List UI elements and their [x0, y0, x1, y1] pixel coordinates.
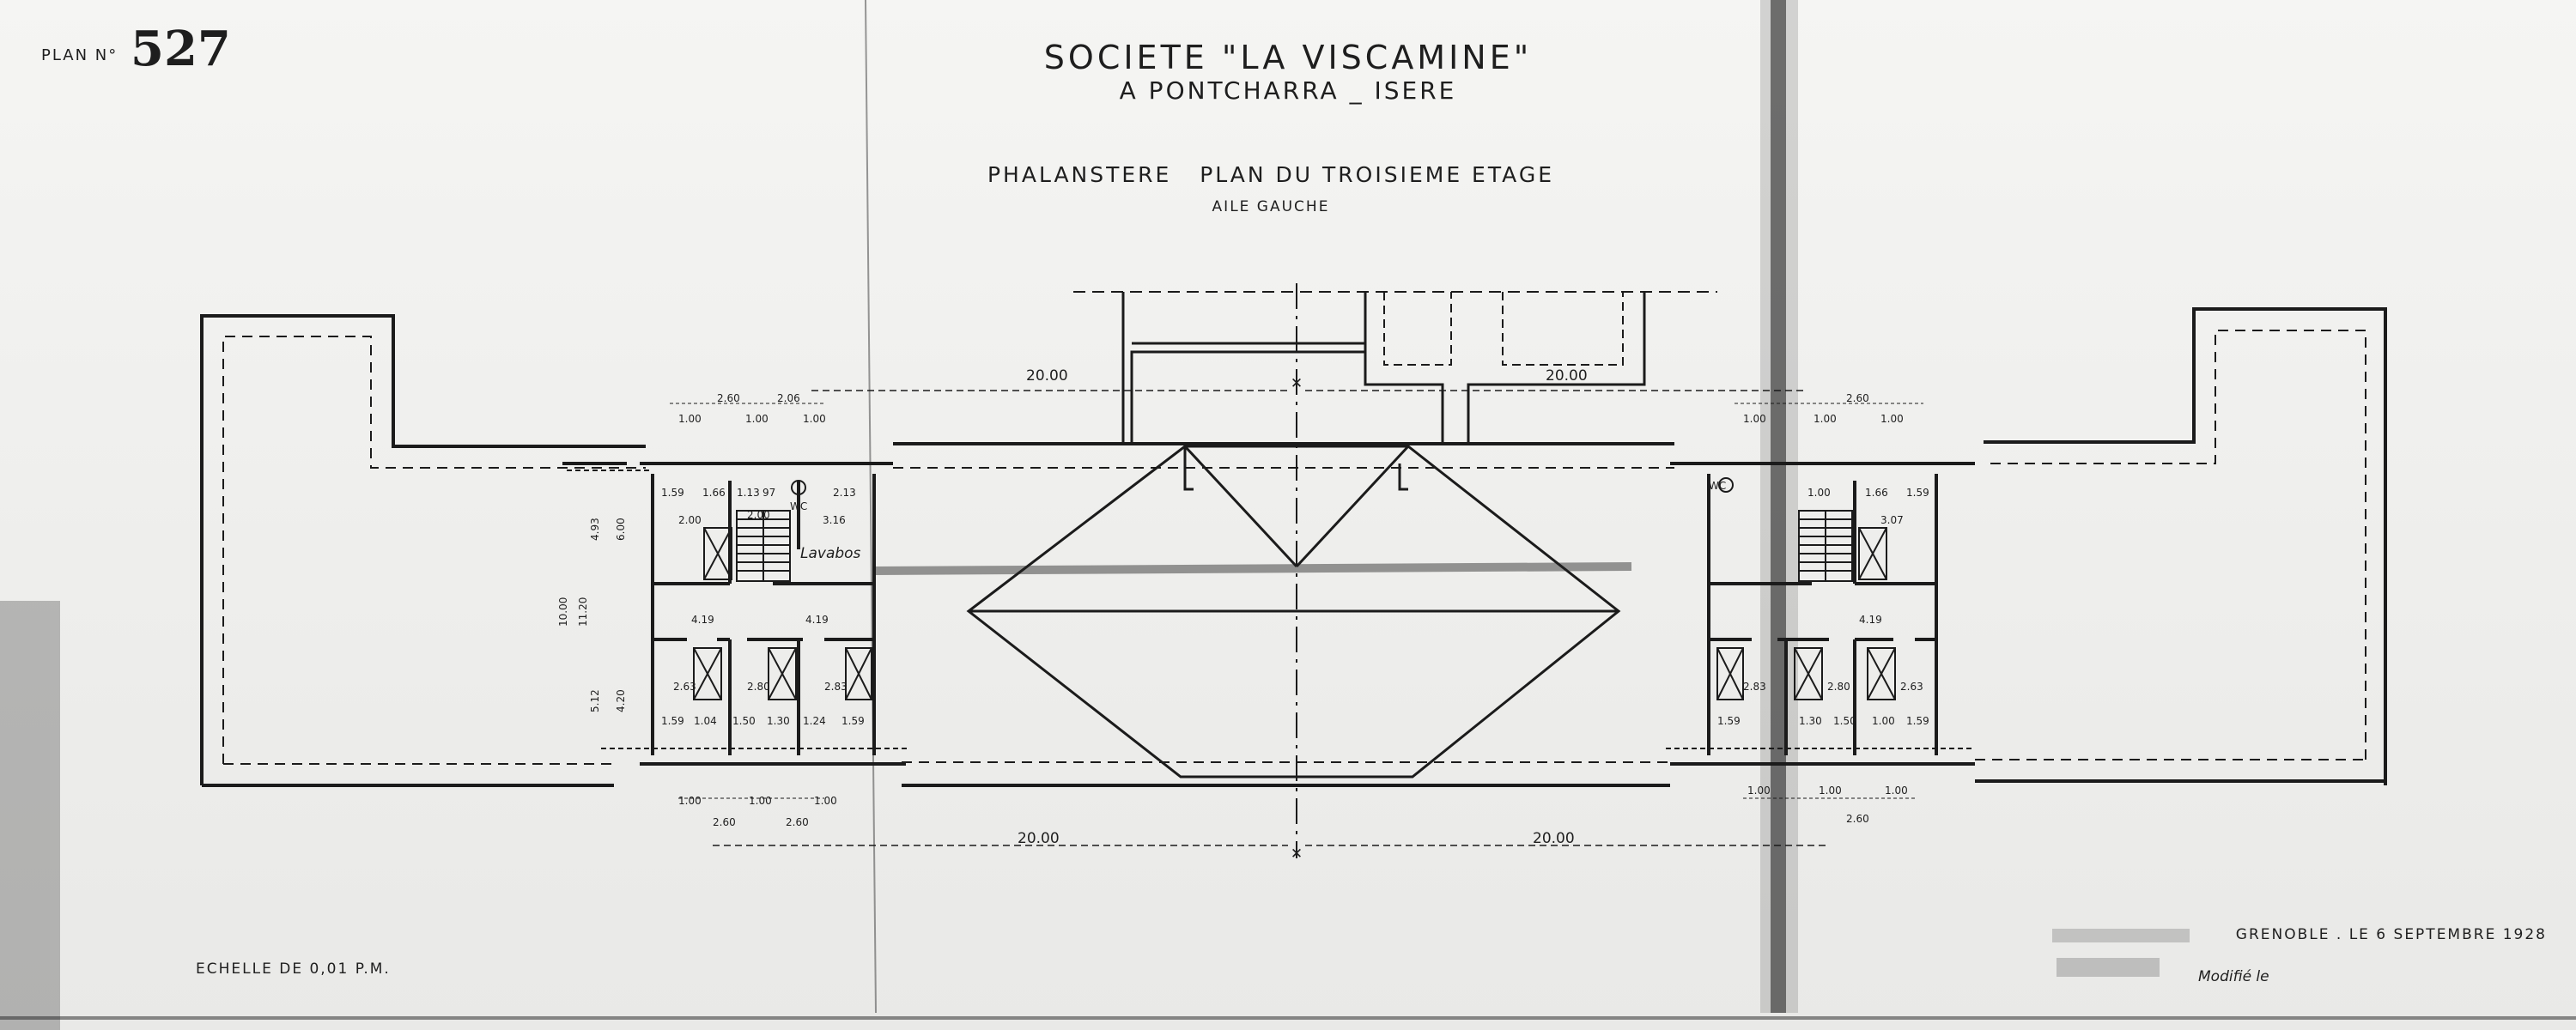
svg-text:11.20: 11.20 — [577, 597, 589, 627]
svg-text:1.59: 1.59 — [1717, 715, 1741, 727]
drawing-title: PHALANSTERE PLAN DU TROISIEME ETAGE — [987, 162, 1554, 187]
modified-label: Modifié le — [2198, 968, 2269, 985]
svg-text:2.06: 2.06 — [777, 392, 800, 404]
svg-text:1.00: 1.00 — [1819, 785, 1842, 797]
svg-text:1.00: 1.00 — [678, 795, 702, 807]
svg-text:1.00: 1.00 — [1807, 487, 1831, 499]
svg-text:97: 97 — [762, 487, 775, 499]
left-wc-label: WC — [790, 500, 807, 512]
svg-text:1.30: 1.30 — [767, 715, 790, 727]
svg-text:1.00: 1.00 — [814, 795, 837, 807]
svg-text:2.60: 2.60 — [717, 392, 740, 404]
svg-text:1.24: 1.24 — [803, 715, 826, 727]
location-title: A PONTCHARRA _ ISERE — [1120, 76, 1457, 105]
edge-stain — [0, 601, 60, 1030]
right-wc-label: WC — [1709, 480, 1726, 492]
svg-text:3.07: 3.07 — [1880, 514, 1904, 526]
axis-mark-top: ✕ — [1291, 375, 1303, 392]
svg-text:4.20: 4.20 — [615, 689, 627, 712]
faded-stamp — [2052, 929, 2190, 942]
upper-structures — [1073, 291, 1717, 491]
paper-seam — [865, 0, 877, 1014]
svg-text:1.00: 1.00 — [1880, 413, 1904, 425]
svg-text:20.00: 20.00 — [1546, 367, 1588, 385]
plan-number-label: PLAN N° — [41, 46, 118, 64]
svg-text:2.63: 2.63 — [673, 681, 696, 693]
axis-mark-bottom: ✕ — [1291, 845, 1303, 863]
svg-text:2.13: 2.13 — [833, 487, 856, 499]
left-core-dimensions: 2.60 2.06 1.00 1.00 1.00 1.59 1.66 1.13 … — [557, 392, 865, 828]
svg-text:1.00: 1.00 — [1885, 785, 1908, 797]
left-lavabos-label: Lavabos — [800, 545, 861, 562]
svg-text:1.13: 1.13 — [737, 487, 760, 499]
right-stair — [1666, 477, 1975, 749]
svg-text:1.66: 1.66 — [702, 487, 726, 499]
svg-text:2.60: 2.60 — [713, 816, 736, 828]
wing-label: AILE GAUCHE — [1212, 198, 1330, 215]
central-light-well — [966, 445, 1621, 779]
svg-text:1.00: 1.00 — [1747, 785, 1771, 797]
svg-text:2.00: 2.00 — [747, 509, 770, 521]
svg-text:2.63: 2.63 — [1900, 681, 1923, 693]
svg-text:2.00: 2.00 — [678, 514, 702, 526]
faded-signature — [2057, 958, 2160, 977]
svg-text:2.80: 2.80 — [1827, 681, 1850, 693]
svg-text:2.60: 2.60 — [1846, 813, 1869, 825]
svg-text:1.66: 1.66 — [1865, 487, 1888, 499]
svg-text:2.83: 2.83 — [824, 681, 848, 693]
svg-text:1.50: 1.50 — [732, 715, 756, 727]
inner-dashed-outline — [222, 330, 2366, 765]
left-stair — [567, 470, 910, 749]
svg-text:2.83: 2.83 — [1743, 681, 1766, 693]
svg-text:1.00: 1.00 — [745, 413, 769, 425]
svg-text:2.60: 2.60 — [1846, 392, 1869, 404]
svg-text:6.00: 6.00 — [615, 518, 627, 541]
svg-text:4.19: 4.19 — [1859, 614, 1882, 626]
svg-text:1.00: 1.00 — [1872, 715, 1895, 727]
svg-text:1.59: 1.59 — [661, 487, 684, 499]
svg-text:1.00: 1.00 — [678, 413, 702, 425]
svg-text:10.00: 10.00 — [557, 597, 569, 627]
svg-text:1.00: 1.00 — [803, 413, 826, 425]
right-service-core — [1670, 462, 1975, 766]
plan-number: 527 — [131, 21, 231, 77]
svg-text:1.00: 1.00 — [1743, 413, 1766, 425]
svg-text:1.59: 1.59 — [841, 715, 865, 727]
date-label: GRENOBLE . LE 6 SEPTEMBRE 1928 — [2236, 926, 2547, 943]
scale-label: ECHELLE DE 0,01 P.M. — [196, 960, 391, 978]
svg-text:20.00: 20.00 — [1533, 830, 1575, 847]
company-title: SOCIETE "LA VISCAMINE" — [1044, 39, 1532, 76]
smudge-line — [873, 562, 1632, 575]
svg-text:1.30: 1.30 — [1799, 715, 1822, 727]
svg-text:1.59: 1.59 — [1906, 487, 1929, 499]
svg-text:4.19: 4.19 — [691, 614, 714, 626]
svg-text:4.19: 4.19 — [805, 614, 829, 626]
svg-text:4.93: 4.93 — [589, 518, 601, 541]
svg-text:20.00: 20.00 — [1026, 367, 1068, 385]
fold-crease — [1771, 0, 1786, 1013]
svg-text:5.12: 5.12 — [589, 689, 601, 712]
span-dimensions: 20.00 20.00 20.00 20.00 — [713, 367, 1829, 847]
svg-text:2.80: 2.80 — [747, 681, 770, 693]
svg-text:1.04: 1.04 — [694, 715, 717, 727]
svg-text:1.50: 1.50 — [1833, 715, 1856, 727]
svg-text:1.59: 1.59 — [661, 715, 684, 727]
svg-text:3.16: 3.16 — [823, 514, 846, 526]
svg-text:1.00: 1.00 — [1814, 413, 1837, 425]
svg-text:1.00: 1.00 — [749, 795, 772, 807]
svg-text:2.60: 2.60 — [786, 816, 809, 828]
right-core-dimensions: 2.60 1.00 1.00 1.00 1.00 1.66 1.59 3.07 … — [1717, 392, 1929, 825]
svg-text:20.00: 20.00 — [1018, 830, 1060, 847]
svg-text:1.59: 1.59 — [1906, 715, 1929, 727]
